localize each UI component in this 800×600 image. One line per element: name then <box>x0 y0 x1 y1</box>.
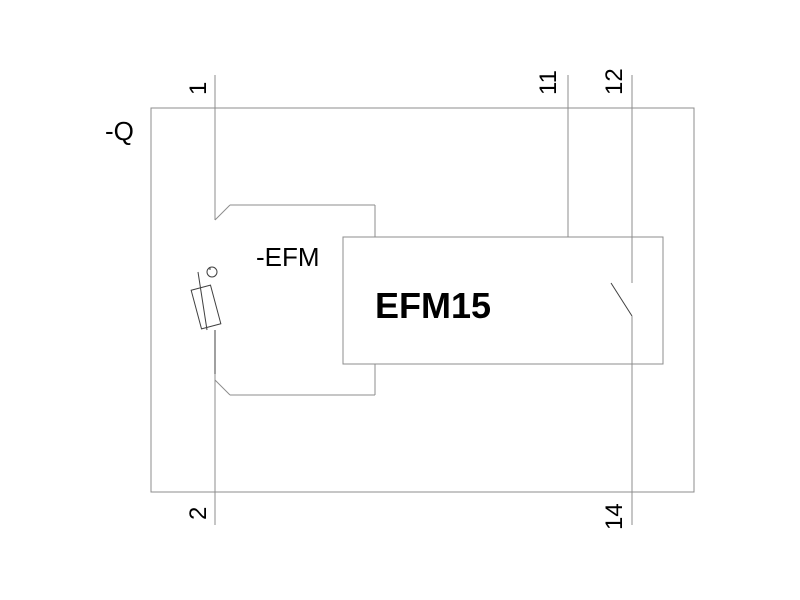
terminal-11-label: 11 <box>535 70 562 95</box>
terminal-14-label: 14 <box>601 503 628 530</box>
terminal-1-label: 1 <box>185 82 212 95</box>
aux-switch <box>610 75 633 525</box>
device-reference-label: -Q <box>105 116 134 146</box>
module-type-label: EFM15 <box>375 285 491 326</box>
fuse-element <box>190 266 222 374</box>
terminal-2-label: 2 <box>185 507 212 520</box>
module-connection-bottom <box>214 364 376 396</box>
module-connection-top <box>214 204 376 237</box>
terminal-12-label: 12 <box>601 68 628 95</box>
module-box <box>342 236 664 365</box>
device-enclosure <box>150 107 695 493</box>
module-reference-label: -EFM <box>256 242 320 272</box>
